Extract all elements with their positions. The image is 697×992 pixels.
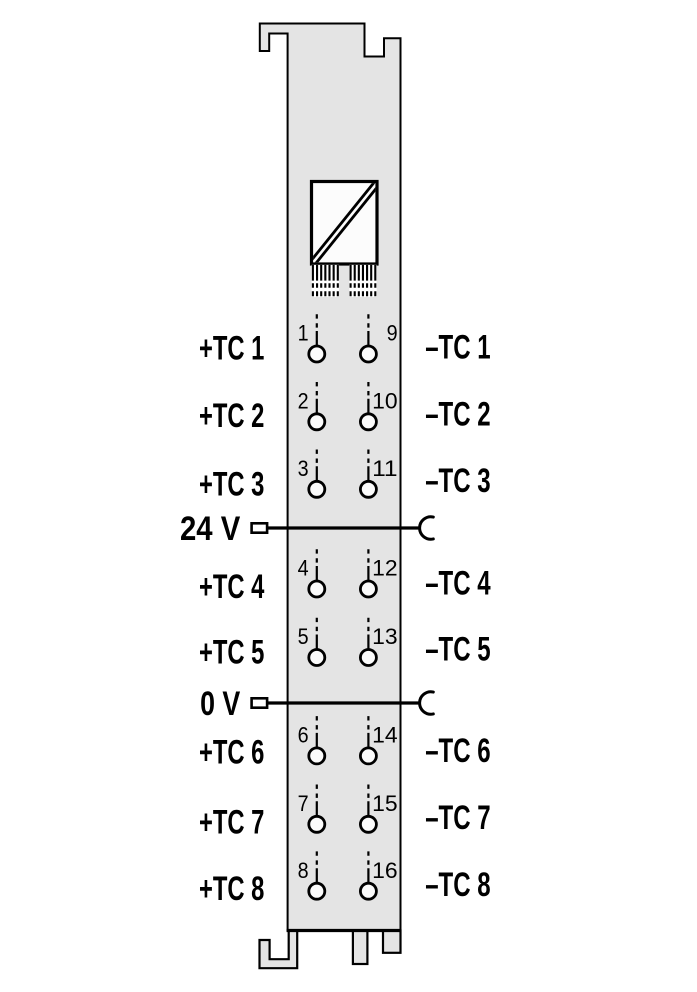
svg-text:24 V: 24 V [180,510,241,548]
svg-text:+TC 3: +TC 3 [199,466,264,504]
svg-text:+TC 5: +TC 5 [199,634,264,672]
svg-text:6: 6 [298,723,309,748]
svg-text:11: 11 [372,456,398,481]
svg-text:+TC 8: +TC 8 [199,870,264,908]
svg-text:5: 5 [298,624,309,649]
svg-text:7: 7 [298,791,309,816]
svg-text:+TC 1: +TC 1 [199,329,264,367]
svg-text:14: 14 [372,723,398,748]
svg-text:–TC 5: –TC 5 [425,631,490,669]
svg-text:8: 8 [298,858,309,883]
svg-text:–TC 4: –TC 4 [425,564,490,602]
svg-text:15: 15 [372,791,398,816]
svg-text:10: 10 [372,389,398,414]
svg-text:–TC 6: –TC 6 [425,732,490,770]
svg-text:+TC 6: +TC 6 [199,734,264,772]
svg-text:9: 9 [387,321,398,346]
svg-text:1: 1 [298,321,309,346]
svg-text:+TC 2: +TC 2 [199,397,264,435]
svg-text:12: 12 [372,556,398,581]
svg-text:+TC 4: +TC 4 [199,568,264,606]
svg-text:16: 16 [372,858,398,883]
svg-text:–TC 8: –TC 8 [425,866,490,904]
svg-text:0 V: 0 V [200,685,240,723]
svg-text:–TC 1: –TC 1 [425,329,490,367]
svg-text:–TC 7: –TC 7 [425,799,490,837]
svg-text:13: 13 [372,624,398,649]
svg-text:4: 4 [298,556,309,581]
svg-text:+TC 7: +TC 7 [199,803,264,841]
svg-text:–TC 3: –TC 3 [425,462,490,500]
svg-text:3: 3 [298,456,309,481]
svg-text:–TC 2: –TC 2 [425,395,490,433]
svg-text:2: 2 [298,389,309,414]
